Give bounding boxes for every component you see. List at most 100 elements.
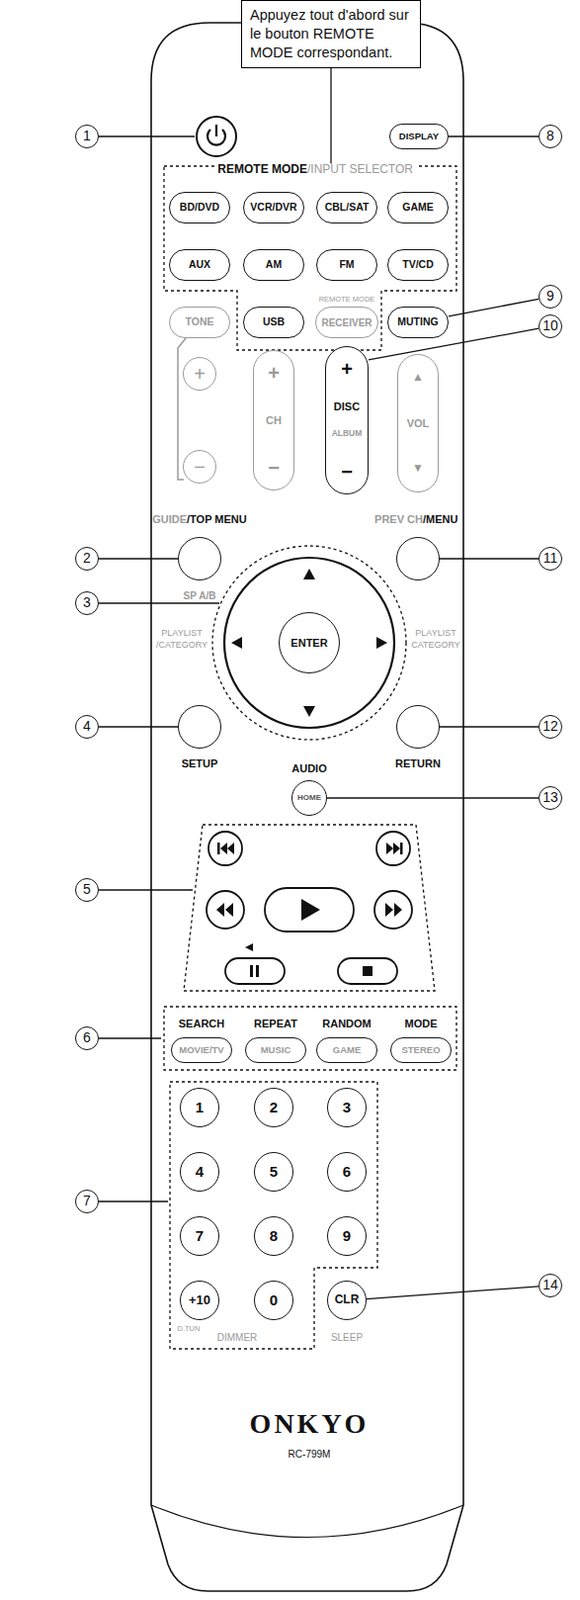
button-label: ENTER	[290, 636, 328, 649]
remote-body: ONKYORC-799MDISPLAYBD/DVDVCR/DVRCBL/SATG…	[150, 21, 465, 1591]
button-label: FM	[338, 258, 354, 271]
remote-button: FM	[316, 248, 378, 281]
printed-label: REMOTE MODE	[319, 295, 376, 304]
callout-number: 1	[75, 124, 99, 149]
pause-icon	[255, 964, 259, 977]
printed-label: PLAYLIST	[161, 628, 202, 639]
leader-line	[366, 1285, 539, 1299]
button-label: 2	[269, 1098, 278, 1116]
button-label: ALBUM	[331, 428, 363, 438]
printed-label: DIMMER	[217, 1330, 258, 1342]
button-label: +10	[188, 1292, 211, 1307]
remote-button: DISPLAY	[389, 123, 449, 150]
callout-number: 2	[82, 550, 91, 566]
leader-line	[98, 725, 178, 727]
button-label: RANDOM	[322, 1016, 372, 1029]
leader-line	[98, 135, 195, 137]
button-label: MUSIC	[260, 1044, 292, 1055]
callout-number: 11	[543, 550, 559, 566]
button-label: ▼	[412, 461, 424, 475]
remote-button: PREV CH/MENU	[396, 536, 440, 580]
remote-button: AUDIOHOME	[291, 779, 328, 816]
leader-line	[327, 796, 539, 798]
callout-number: 10	[538, 314, 563, 338]
remote-button: +10	[179, 1279, 220, 1320]
button-label: DISPLAY	[399, 131, 439, 142]
button-label: AUDIO	[291, 761, 327, 774]
arrow-right	[376, 636, 388, 649]
cursor-ring	[224, 557, 395, 728]
button-label: SETUP	[181, 756, 219, 769]
remote-button: GAME	[387, 191, 449, 224]
button-label: /TOP MENU	[186, 512, 248, 525]
button-label: BD/DVD	[179, 201, 220, 214]
printed-label: /CATEGORY	[156, 640, 208, 651]
arrow-down	[303, 705, 316, 717]
leader-line	[448, 298, 539, 317]
button-label: −	[340, 460, 353, 483]
callout-number: 5	[75, 877, 99, 902]
brand-text: RC-799M	[288, 1447, 332, 1459]
leader-line	[439, 557, 539, 559]
button-label: MUTING	[397, 316, 438, 329]
rewind-button	[206, 890, 245, 928]
callout-number: 13	[542, 789, 559, 805]
button-label: 4	[195, 1162, 204, 1180]
button-label: /MENU	[422, 512, 458, 525]
remote-button: GUIDE/TOP MENUSP A/B	[177, 536, 222, 580]
remote-button: −	[182, 449, 217, 484]
stop-button	[337, 957, 398, 984]
callout-number: 1	[82, 128, 91, 144]
button-label: 0	[269, 1291, 278, 1309]
skip-back-icon	[217, 841, 221, 854]
remote-button: MUTING	[387, 306, 449, 338]
leader-line	[98, 601, 220, 603]
printed-label: REMOTE MODE	[214, 163, 308, 176]
play-icon	[301, 898, 321, 920]
callout-number: 8	[538, 124, 563, 149]
button-label: SEARCH	[178, 1016, 225, 1029]
button-label: 5	[269, 1162, 278, 1180]
button-label: AM	[265, 258, 282, 271]
button-label: ▲	[412, 370, 424, 384]
button-label: GUIDE	[152, 512, 187, 525]
callout-number: 7	[75, 1188, 99, 1213]
callout-number: 2	[75, 546, 99, 571]
button-label: −	[193, 455, 206, 478]
fast-forward-button	[374, 890, 413, 928]
callout-number: 14	[538, 1272, 563, 1297]
leader-line	[98, 1199, 168, 1201]
button-label: REPEAT	[253, 1016, 298, 1029]
printed-label: PLAYLIST	[414, 628, 456, 639]
stop-icon	[362, 965, 373, 976]
button-label: MODE	[405, 1016, 438, 1029]
printed-label: /INPUT SELECTOR	[307, 163, 416, 176]
remote-button: 2	[253, 1086, 294, 1127]
remote-button: 1	[179, 1086, 220, 1127]
leader-line	[439, 725, 539, 727]
power-button	[196, 116, 237, 157]
remote-button: SEARCHMOVIE/TV	[170, 1036, 233, 1063]
button-label: TV/CD	[402, 258, 434, 271]
button-label: STEREO	[401, 1044, 440, 1055]
callout-number: 10	[542, 318, 559, 333]
button-label: VCR/DVR	[249, 201, 297, 214]
remote-button: USB	[243, 306, 305, 338]
printed-label: SLEEP	[331, 1330, 363, 1342]
button-label: AUX	[188, 258, 211, 271]
pause-button	[225, 957, 285, 984]
remote-button: RECEIVER	[315, 306, 378, 338]
remote-outline	[151, 22, 464, 1590]
remote-button: RETURN	[396, 704, 440, 748]
callout-number: 3	[82, 594, 91, 610]
remote-button: +DISCALBUM−	[325, 345, 369, 495]
button-label: VOL	[407, 416, 430, 429]
remote-button: VCR/DVR	[243, 191, 305, 224]
arrow-left	[231, 636, 243, 649]
group-outline	[164, 1005, 457, 1070]
brand-text: ONKYO	[249, 1408, 370, 1439]
button-label: RECEIVER	[321, 317, 372, 329]
remote-button: 9	[327, 1215, 367, 1255]
callout-number: 12	[538, 714, 563, 739]
